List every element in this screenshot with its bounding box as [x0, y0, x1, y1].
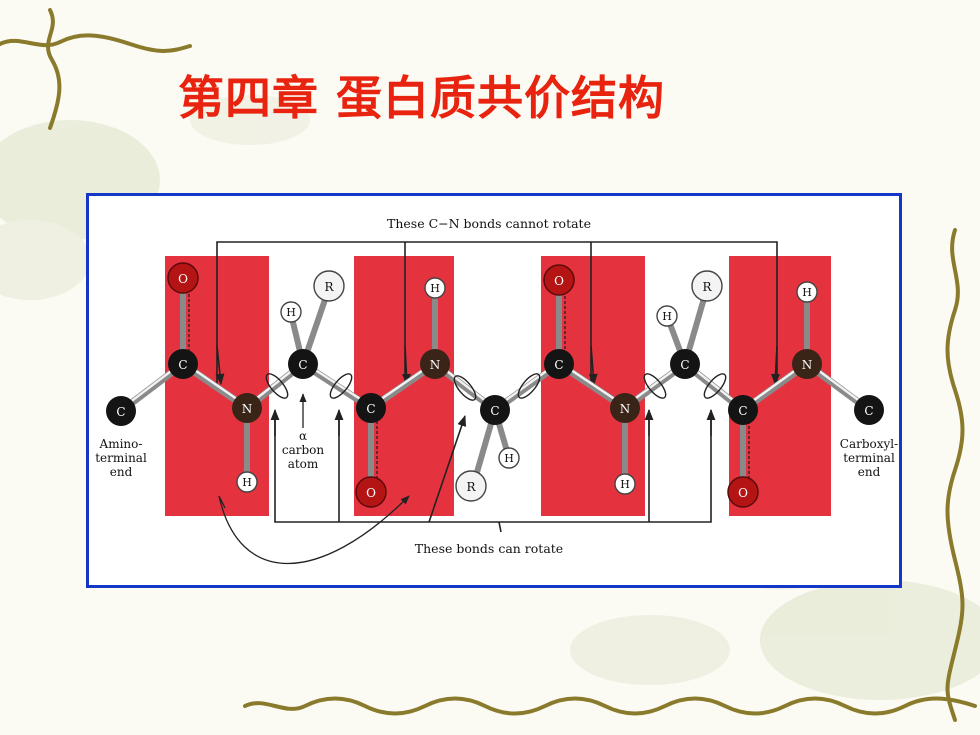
top-bracket [215, 241, 781, 386]
svg-text:Carboxyl-: Carboxyl- [840, 437, 898, 451]
side-chain-atoms: R R R [313, 270, 723, 502]
carbon-atom: C [106, 396, 136, 426]
svg-text:C: C [864, 404, 873, 418]
svg-text:H: H [620, 478, 630, 491]
side-chain-atom: R [313, 270, 345, 302]
svg-text:N: N [430, 358, 441, 372]
svg-text:H: H [242, 476, 252, 489]
carbon-atom: C [854, 395, 884, 425]
svg-text:end: end [858, 465, 881, 479]
svg-text:C: C [680, 358, 689, 372]
side-chain-atom: R [455, 470, 487, 502]
svg-text:atom: atom [288, 457, 319, 471]
carbon-atom: C [356, 393, 386, 423]
alpha-carbon-atom: C [480, 395, 510, 425]
alpha-carbon-atom: C [670, 349, 700, 379]
carboxyl-end-label: Carboxyl- terminal end [840, 437, 898, 479]
svg-text:carbon: carbon [282, 443, 325, 457]
vine-bottom [243, 696, 977, 716]
svg-text:C: C [554, 358, 563, 372]
hydrogen-atom: H [280, 301, 302, 323]
svg-text:H: H [802, 286, 812, 299]
svg-text:C: C [178, 358, 187, 372]
double-bond-dashes [188, 284, 750, 486]
hydrogen-atom: H [614, 473, 636, 495]
carbon-atoms: C C C C C C C C C [106, 349, 884, 426]
svg-text:N: N [242, 402, 253, 416]
svg-text:C: C [116, 405, 125, 419]
nitrogen-atom: N [610, 393, 640, 423]
nitrogen-atom: N [232, 393, 262, 423]
nitrogen-atom: N [420, 349, 450, 379]
hydrogen-atom: H [498, 447, 520, 469]
alpha-carbon-atom: C [288, 349, 318, 379]
bottom-caption: These bonds can rotate [415, 541, 563, 556]
carbon-atom: C [544, 349, 574, 379]
oxygen-atom: O [167, 262, 199, 294]
carbon-atom: C [728, 395, 758, 425]
svg-text:R: R [466, 480, 476, 494]
svg-text:O: O [366, 486, 376, 500]
svg-text:R: R [324, 280, 334, 294]
alpha-carbon-label: α carbon atom [282, 429, 325, 471]
side-chain-atom: R [691, 270, 723, 302]
svg-text:end: end [110, 465, 133, 479]
plane-pointer-tip [218, 495, 226, 509]
nitrogen-atoms: N N N N [232, 349, 822, 423]
svg-text:H: H [286, 306, 296, 319]
svg-text:α: α [299, 429, 307, 443]
svg-text:C: C [366, 402, 375, 416]
hydrogen-atom: H [656, 305, 678, 327]
svg-text:N: N [620, 402, 631, 416]
svg-text:terminal: terminal [843, 451, 895, 465]
amino-end-label: Amino- terminal end [95, 437, 147, 479]
svg-text:H: H [504, 452, 514, 465]
rotation-arcs [265, 373, 727, 401]
oxygen-atom: O [727, 476, 759, 508]
hydrogen-atom: H [236, 471, 258, 493]
oxygen-atom: O [543, 264, 575, 296]
nitrogen-atom: N [792, 349, 822, 379]
svg-text:H: H [430, 282, 440, 295]
svg-text:C: C [298, 358, 307, 372]
peptide-figure: These C−N bonds cannot rotate These bond… [86, 193, 902, 588]
svg-text:O: O [738, 486, 748, 500]
svg-text:O: O [554, 274, 564, 288]
peptide-diagram: These C−N bonds cannot rotate These bond… [95, 216, 898, 565]
svg-text:terminal: terminal [95, 451, 147, 465]
carbon-atom: C [168, 349, 198, 379]
vine-top-left [0, 8, 192, 130]
hydrogen-atom: H [424, 277, 446, 299]
oxygen-atoms: O O O O [167, 262, 759, 508]
slide-title: 第四章 蛋白质共价结构 [178, 71, 666, 125]
vine-right [945, 228, 965, 722]
top-caption: These C−N bonds cannot rotate [387, 216, 591, 231]
bottom-bracket [270, 408, 716, 533]
svg-text:C: C [490, 404, 499, 418]
svg-text:C: C [738, 404, 747, 418]
svg-text:R: R [702, 280, 712, 294]
hydrogen-atoms: H H H H H H H [236, 277, 818, 495]
oxygen-atom: O [355, 476, 387, 508]
svg-text:O: O [178, 272, 188, 286]
svg-text:N: N [802, 358, 813, 372]
svg-text:H: H [662, 310, 672, 323]
hydrogen-atom: H [796, 281, 818, 303]
svg-text:Amino-: Amino- [99, 437, 143, 451]
plane-pointer-arc [218, 495, 410, 565]
